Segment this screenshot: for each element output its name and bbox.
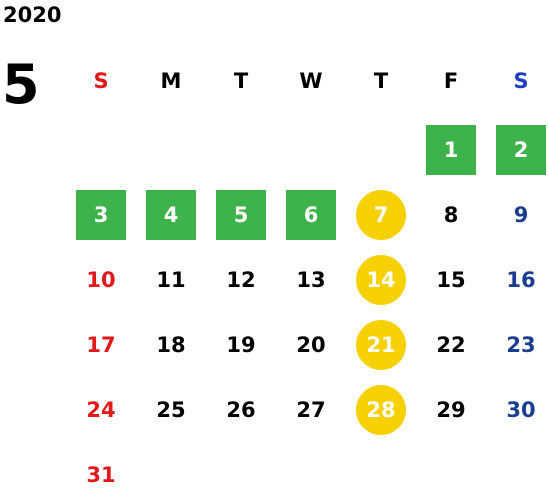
weekday-sat: S <box>513 69 529 93</box>
day-6[interactable]: 6 <box>286 190 336 240</box>
day-12[interactable]: 12 <box>226 268 256 292</box>
day-28[interactable]: 28 <box>356 385 406 435</box>
weekday-tue: T <box>233 69 249 93</box>
day-13[interactable]: 13 <box>296 268 326 292</box>
day-31[interactable]: 31 <box>86 463 116 487</box>
day-16[interactable]: 16 <box>506 268 536 292</box>
weekday-sun: S <box>93 69 109 93</box>
day-7[interactable]: 7 <box>356 190 406 240</box>
day-21[interactable]: 21 <box>356 320 406 370</box>
year-label: 2020 <box>3 3 62 27</box>
day-5[interactable]: 5 <box>216 190 266 240</box>
day-8[interactable]: 8 <box>443 203 459 227</box>
day-14[interactable]: 14 <box>356 255 406 305</box>
day-2[interactable]: 2 <box>496 125 546 175</box>
day-25[interactable]: 25 <box>156 398 186 422</box>
weekday-wed: W <box>299 69 323 93</box>
day-17[interactable]: 17 <box>86 333 116 357</box>
day-11[interactable]: 11 <box>156 268 186 292</box>
weekday-thu: T <box>373 69 389 93</box>
day-10[interactable]: 10 <box>86 268 116 292</box>
day-4[interactable]: 4 <box>146 190 196 240</box>
day-19[interactable]: 19 <box>226 333 256 357</box>
day-3[interactable]: 3 <box>76 190 126 240</box>
day-27[interactable]: 27 <box>296 398 326 422</box>
day-20[interactable]: 20 <box>296 333 326 357</box>
day-22[interactable]: 22 <box>436 333 466 357</box>
day-1[interactable]: 1 <box>426 125 476 175</box>
day-29[interactable]: 29 <box>436 398 466 422</box>
day-23[interactable]: 23 <box>506 333 536 357</box>
day-24[interactable]: 24 <box>86 398 116 422</box>
month-number: 5 <box>2 53 40 116</box>
day-30[interactable]: 30 <box>506 398 536 422</box>
day-15[interactable]: 15 <box>436 268 466 292</box>
weekday-fri: F <box>443 69 459 93</box>
day-18[interactable]: 18 <box>156 333 186 357</box>
weekday-mon: M <box>160 69 182 93</box>
day-9[interactable]: 9 <box>513 203 529 227</box>
day-26[interactable]: 26 <box>226 398 256 422</box>
